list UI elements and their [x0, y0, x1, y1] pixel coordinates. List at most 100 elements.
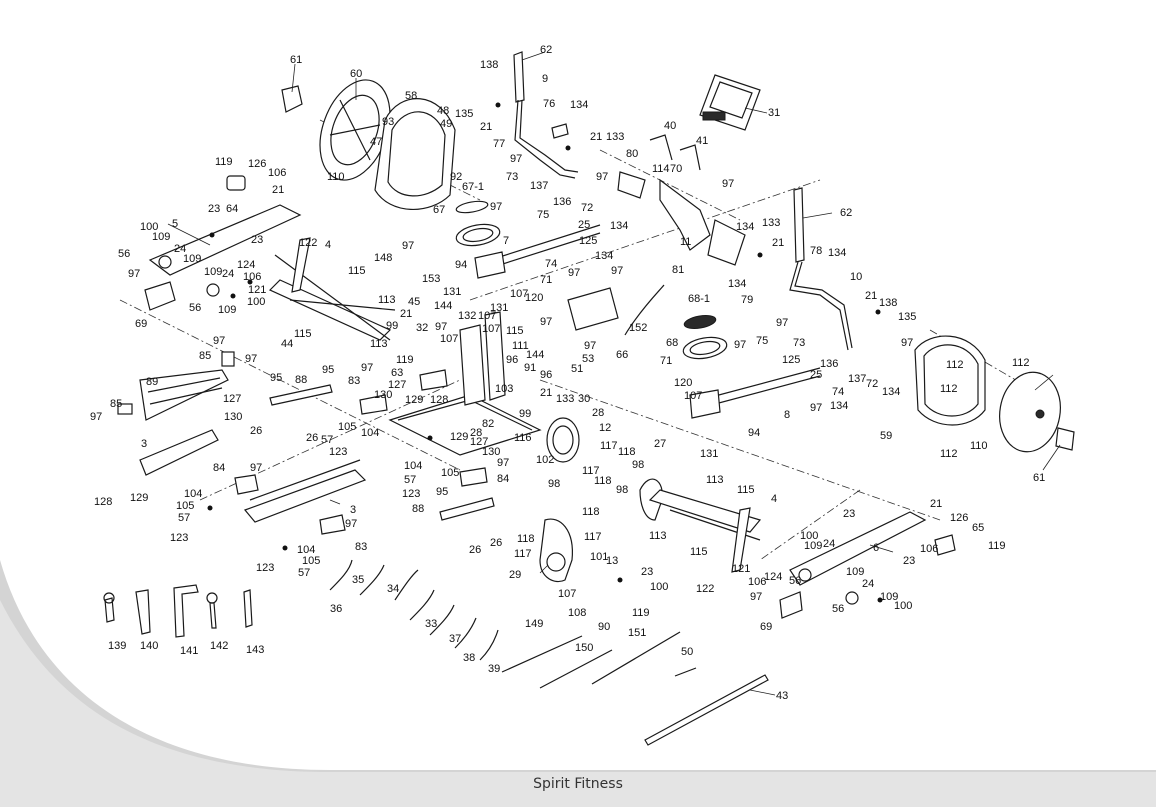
callout-129: 129 — [405, 394, 423, 406]
callout-49: 49 — [440, 118, 452, 130]
callout-134h: 134 — [830, 400, 848, 412]
callout-97d: 97 — [490, 201, 502, 213]
callout-109d: 109 — [218, 304, 236, 316]
right-handlebar — [789, 187, 853, 351]
callout-35: 35 — [352, 574, 364, 586]
callout-117d: 117 — [514, 548, 532, 560]
corner-swoosh-inner — [0, 600, 1156, 807]
callout-123b: 123 — [402, 488, 420, 500]
callout-24d: 24 — [862, 578, 874, 590]
callout-129b: 129 — [450, 431, 468, 443]
callout-119b: 119 — [396, 354, 414, 366]
callout-125b: 125 — [782, 354, 800, 366]
callout-21d: 21 — [772, 237, 784, 249]
callout-120: 120 — [525, 292, 543, 304]
callout-48: 48 — [437, 105, 449, 117]
callout-64: 64 — [226, 203, 238, 215]
callout-119: 119 — [215, 156, 233, 168]
callout-84b: 84 — [497, 473, 509, 485]
callout-115: 115 — [348, 265, 366, 277]
callout-112d: 112 — [940, 448, 958, 460]
callout-66: 66 — [616, 349, 628, 361]
callout-100: 100 — [140, 221, 158, 233]
callout-76: 76 — [543, 98, 555, 110]
cables — [329, 284, 769, 746]
callout-26: 26 — [250, 425, 262, 437]
callout-104d: 104 — [297, 544, 315, 556]
callout-4b: 4 — [771, 493, 777, 505]
callout-51: 51 — [571, 363, 583, 375]
callout-62: 62 — [540, 44, 552, 56]
callout-56c: 56 — [789, 575, 801, 587]
callout-118b: 118 — [594, 475, 612, 487]
console — [699, 74, 761, 131]
callout-124b: 124 — [764, 571, 782, 583]
callout-67-1: 67-1 — [462, 181, 484, 193]
callout-107b: 107 — [478, 310, 496, 322]
callout-97s: 97 — [90, 411, 102, 423]
callout-97o: 97 — [901, 337, 913, 349]
callout-133b: 133 — [762, 217, 780, 229]
callout-109e: 109 — [804, 540, 822, 552]
callout-115c: 115 — [294, 328, 312, 340]
callout-106c: 106 — [920, 543, 938, 555]
callout-74b: 74 — [832, 386, 844, 398]
callout-109: 109 — [152, 231, 170, 243]
callout-88b: 88 — [412, 503, 424, 515]
callout-26d: 26 — [469, 544, 481, 556]
callout-141: 141 — [180, 645, 198, 657]
callout-127: 127 — [388, 379, 406, 391]
callout-59: 59 — [880, 430, 892, 442]
callout-131c: 131 — [700, 448, 718, 460]
callout-130b: 130 — [224, 411, 242, 423]
callout-97q: 97 — [361, 362, 373, 374]
callout-97l: 97 — [584, 340, 596, 352]
callout-113b: 113 — [370, 338, 388, 350]
callout-99b: 99 — [519, 408, 531, 420]
callout-69b: 69 — [760, 621, 772, 633]
callout-91: 91 — [524, 362, 536, 374]
callout-97b: 97 — [596, 171, 608, 183]
callout-113d: 113 — [649, 530, 667, 542]
leader-lines — [167, 51, 1061, 696]
callout-103: 103 — [495, 383, 513, 395]
callout-82: 82 — [482, 418, 494, 430]
callout-109f: 109 — [846, 566, 864, 578]
callout-69: 69 — [135, 318, 147, 330]
callout-99: 99 — [386, 320, 398, 332]
callout-97r: 97 — [810, 402, 822, 414]
callout-123d: 123 — [256, 562, 274, 574]
callout-44: 44 — [281, 338, 293, 350]
callout-117b: 117 — [582, 465, 600, 477]
callout-100e: 100 — [894, 600, 912, 612]
callout-100c: 100 — [800, 530, 818, 542]
callout-136: 136 — [553, 196, 571, 208]
callout-40: 40 — [664, 120, 676, 132]
callout-26c: 26 — [490, 537, 502, 549]
callout-104c: 104 — [184, 488, 202, 500]
callout-133c: 133 — [556, 393, 574, 405]
callout-143: 143 — [246, 644, 264, 656]
callout-97p: 97 — [245, 353, 257, 365]
callout-80: 80 — [626, 148, 638, 160]
callout-118: 118 — [618, 446, 636, 458]
callout-75b: 75 — [756, 335, 768, 347]
callout-97h: 97 — [568, 267, 580, 279]
callout-43: 43 — [776, 690, 788, 702]
right-pedal-arm — [779, 511, 956, 619]
callout-106: 106 — [268, 167, 286, 179]
callout-68-1: 68-1 — [688, 293, 710, 305]
callout-95c: 95 — [436, 486, 448, 498]
callout-45: 45 — [408, 296, 420, 308]
callout-133: 133 — [606, 131, 624, 143]
callout-8: 8 — [784, 409, 790, 421]
callout-115e: 115 — [690, 546, 708, 558]
callout-56b: 56 — [189, 302, 201, 314]
callout-134d: 134 — [828, 247, 846, 259]
callout-107f: 107 — [558, 588, 576, 600]
callout-100d: 100 — [650, 581, 668, 593]
callout-25: 25 — [578, 219, 590, 231]
callout-84: 84 — [213, 462, 225, 474]
callout-105c: 105 — [176, 500, 194, 512]
